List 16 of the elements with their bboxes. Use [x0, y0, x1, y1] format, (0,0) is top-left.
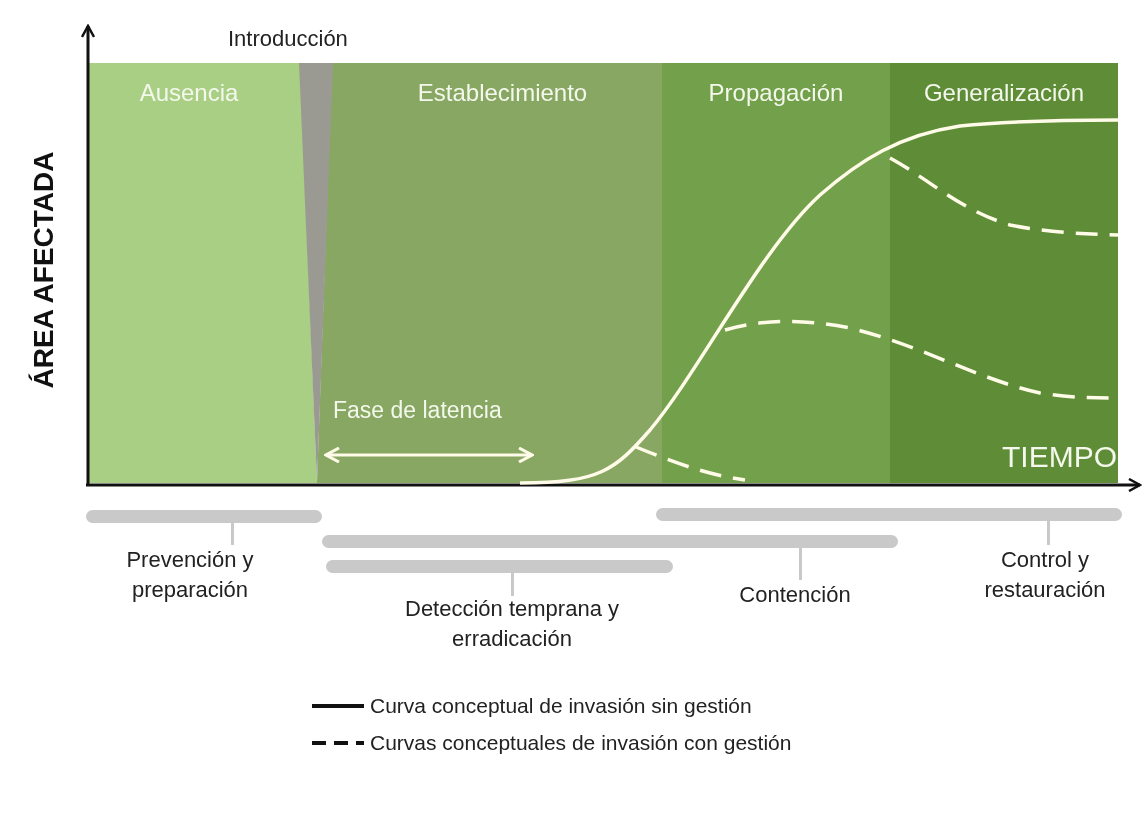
legend-text: Curvas conceptuales de invasión con gestión [370, 731, 792, 755]
phase-label: Establecimiento [417, 79, 588, 107]
action-label: Control y restauración [983, 546, 1107, 604]
phase-label: Ausencia [139, 79, 239, 107]
phase-band [662, 63, 890, 483]
action-label: Prevención y preparación [125, 546, 255, 604]
action-label: Contención [738, 581, 852, 609]
legend-text: Curva conceptual de invasión sin gestión [370, 694, 752, 718]
axis-title: ÁREA AFECTADA [28, 151, 60, 389]
phase-label: Generalización [923, 79, 1085, 107]
plot-label: Fase de latencia [333, 397, 502, 424]
plot-label: TIEMPO [1002, 440, 1117, 474]
action-label: Detección temprana y erradicación [404, 595, 620, 653]
phase-band [890, 63, 1118, 483]
stage-label: Introducción [228, 26, 348, 52]
phase-label: Propagación [708, 79, 844, 107]
